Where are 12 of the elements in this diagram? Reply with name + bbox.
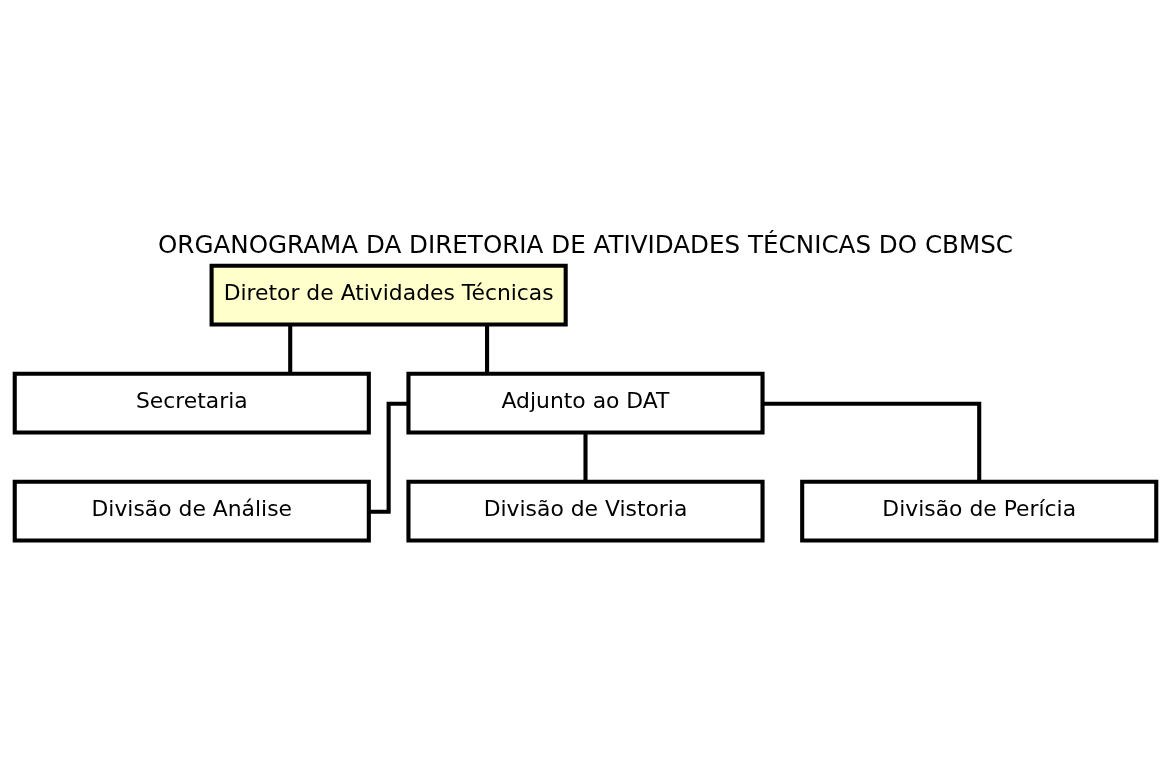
diagram-title: ORGANOGRAMA DA DIRETORIA DE ATIVIDADES TÉCNICAS DO CBMSC bbox=[157, 229, 1014, 259]
node-box: Secretaria bbox=[12, 371, 371, 435]
connector bbox=[485, 324, 490, 374]
node-box: Divisão de Análise bbox=[12, 479, 371, 543]
node-box: Divisão de Perícia bbox=[800, 479, 1159, 543]
connector bbox=[583, 432, 588, 482]
connector bbox=[762, 401, 982, 481]
connector bbox=[288, 324, 293, 374]
node-box: Diretor de Atividades Técnicas bbox=[209, 263, 568, 327]
connector bbox=[369, 401, 409, 514]
node-box: Divisão de Vistoria bbox=[406, 479, 765, 543]
node-box: Adjunto ao DAT bbox=[406, 371, 765, 435]
